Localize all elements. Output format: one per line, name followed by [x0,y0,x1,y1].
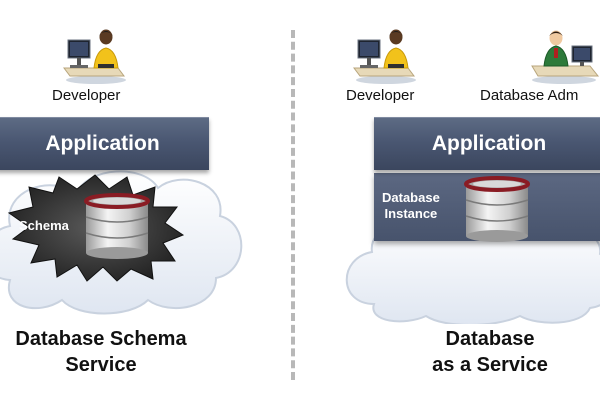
caption-line-1: Database [445,328,535,350]
instance-label-line-1: Database [382,190,440,205]
admin-at-desk-icon [531,30,600,84]
application-bar: Application [374,117,600,170]
database-admin-label: Database Adm [480,87,579,104]
application-label: Application [431,132,547,155]
developer-at-desk-icon [63,29,126,84]
caption-line-1: Database Schema [15,328,187,350]
developer-label: Developer [52,87,121,104]
caption-database-schema-service: Database Schema Service [0,326,210,378]
application-label: Application [45,132,160,155]
instance-label-line-2: Instance [384,206,438,221]
database-instance-label: Database Instance [382,190,440,222]
caption-line-2: Service [65,354,137,376]
caption-line-2: as a Service [432,354,548,376]
developer-at-desk-icon [353,29,416,84]
caption-database-as-a-service: Database as a Service [392,326,588,378]
database-cylinder-icon [464,176,530,242]
schema-label: Schema [19,218,69,233]
application-bar: Application [0,117,209,170]
database-cylinder-icon [84,193,150,259]
dashed-divider [291,30,295,380]
developer-label: Developer [346,87,415,104]
